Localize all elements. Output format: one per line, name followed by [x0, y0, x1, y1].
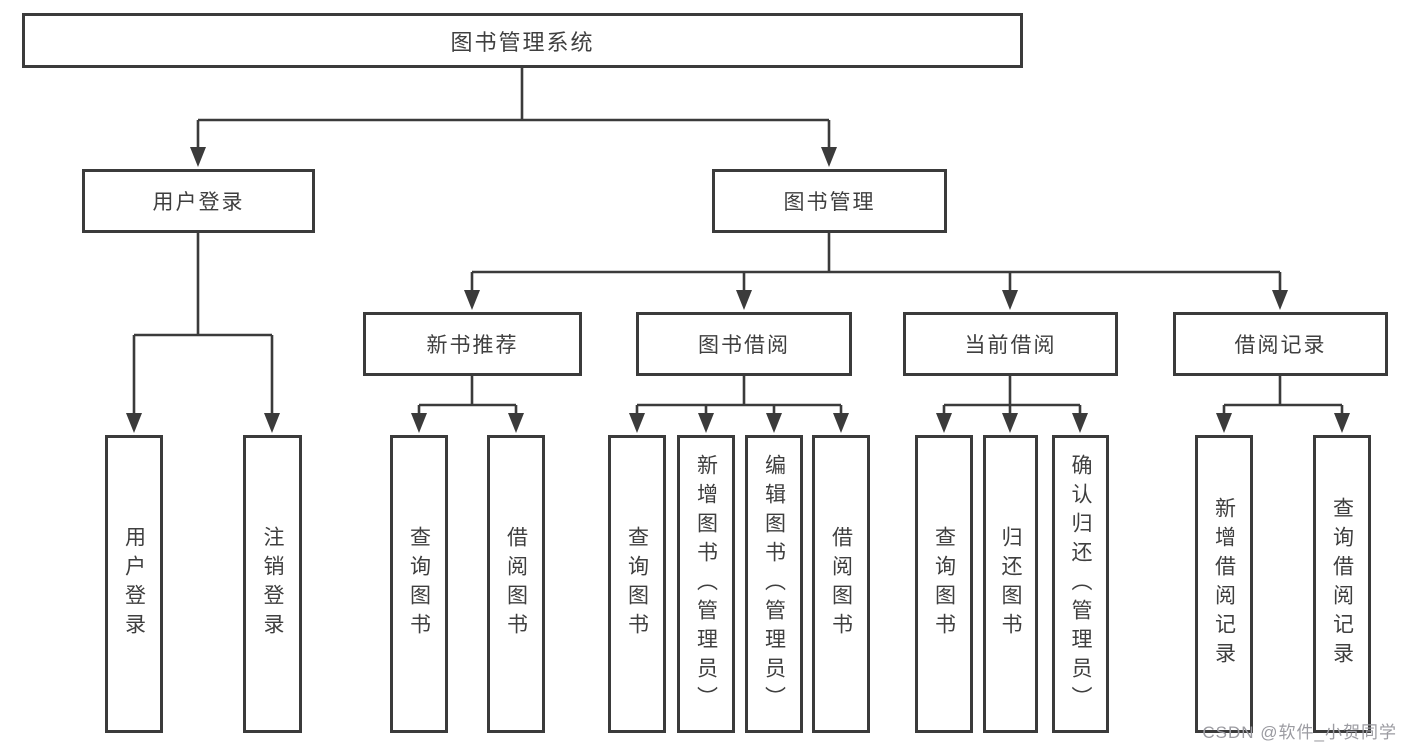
leaf-cb-query-books-label: 查询图书: [932, 526, 956, 642]
leaf-br-add-record: 新增借阅记录: [1195, 435, 1253, 733]
leaf-bb-add-books-admin: 新增图书（管理员）: [677, 435, 735, 733]
leaf-cb-confirm-return-admin-label: 确认归还（管理员）: [1069, 453, 1092, 715]
leaf-cb-return-books-label: 归还图书: [999, 526, 1022, 642]
watermark: CSDN @软件_小贺同学: [1202, 723, 1397, 742]
leaf-bb-borrow-books-label: 借阅图书: [829, 526, 853, 642]
node-root: 图书管理系统: [22, 13, 1023, 68]
arrowheads: [126, 147, 1350, 433]
leaf-bb-query-books-label: 查询图书: [625, 526, 649, 642]
leaf-nb-query-books-label: 查询图书: [407, 526, 431, 642]
leaf-nb-borrow-books: 借阅图书: [487, 435, 545, 733]
leaf-bb-borrow-books: 借阅图书: [812, 435, 870, 733]
leaf-logout-label: 注销登录: [261, 526, 284, 642]
leaf-cb-query-books: 查询图书: [915, 435, 973, 733]
leaf-br-add-record-label: 新增借阅记录: [1212, 497, 1236, 671]
leaf-user-login: 用户登录: [105, 435, 163, 733]
leaf-cb-confirm-return-admin: 确认归还（管理员）: [1052, 435, 1109, 733]
leaf-nb-query-books: 查询图书: [390, 435, 448, 733]
leaf-bb-edit-books-admin-label: 编辑图书（管理员）: [762, 453, 786, 715]
leaf-br-query-record: 查询借阅记录: [1313, 435, 1371, 733]
node-new-book-recommend: 新书推荐: [363, 312, 582, 376]
leaf-br-query-record-label: 查询借阅记录: [1330, 497, 1354, 671]
node-user-login: 用户登录: [82, 169, 315, 233]
leaf-cb-return-books: 归还图书: [983, 435, 1038, 733]
leaf-nb-borrow-books-label: 借阅图书: [504, 526, 528, 642]
leaf-bb-query-books: 查询图书: [608, 435, 666, 733]
leaf-bb-add-books-admin-label: 新增图书（管理员）: [694, 453, 718, 715]
leaf-bb-edit-books-admin: 编辑图书（管理员）: [745, 435, 803, 733]
node-book-borrow: 图书借阅: [636, 312, 852, 376]
node-book-management: 图书管理: [712, 169, 947, 233]
leaf-user-login-label: 用户登录: [122, 526, 146, 642]
leaf-logout: 注销登录: [243, 435, 302, 733]
connector-segments: [132, 68, 1344, 415]
node-current-borrow: 当前借阅: [903, 312, 1118, 376]
node-borrow-records: 借阅记录: [1173, 312, 1388, 376]
